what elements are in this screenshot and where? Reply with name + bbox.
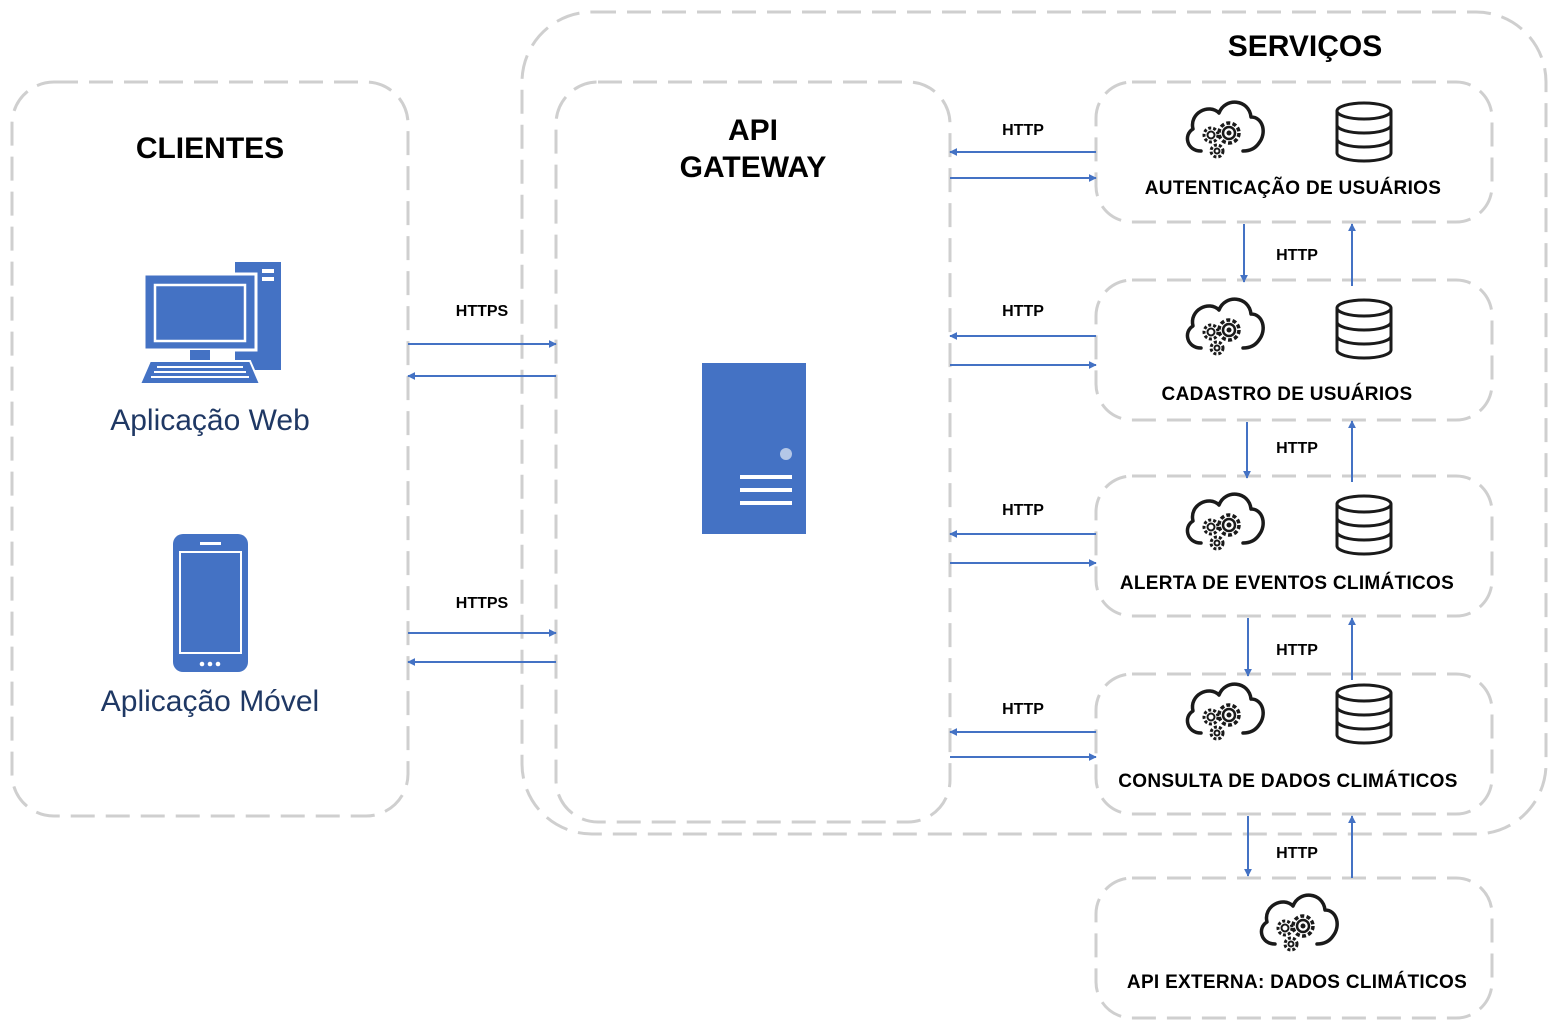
service-box-climate-query [1094, 672, 1494, 816]
query-http-label: HTTP [1002, 701, 1044, 718]
service-label-climate-query: CONSULTA DE DADOS CLIMÁTICOS [1118, 770, 1457, 792]
service-label-register: CADASTRO DE USUÁRIOS [1162, 383, 1413, 405]
gateway-title-line1: API [728, 114, 778, 147]
database-icon [1335, 494, 1393, 556]
cloud-gears-icon [1185, 297, 1265, 356]
cloud-gears-icon [1185, 492, 1265, 551]
clients-container [10, 80, 410, 818]
smartphone-icon [173, 534, 248, 672]
cloud-gears-icon [1185, 682, 1265, 741]
services-outer-container [520, 10, 1548, 836]
external-api-label: API EXTERNA: DADOS CLIMÁTICOS [1127, 971, 1467, 993]
auth-register-http-label: HTTP [1276, 247, 1318, 264]
web-https-label: HTTPS [456, 303, 509, 320]
query-external-http-label: HTTP [1276, 845, 1318, 862]
clients-title: CLIENTES [136, 132, 284, 165]
services-title: SERVIÇOS [1228, 30, 1383, 63]
gateway-title-line2: GATEWAY [680, 151, 827, 184]
auth-http-label: HTTP [1002, 122, 1044, 139]
register-http-label: HTTP [1002, 303, 1044, 320]
external-api-box [1094, 876, 1494, 1020]
database-icon [1335, 101, 1393, 163]
service-label-alerts: ALERTA DE EVENTOS CLIMÁTICOS [1120, 572, 1454, 594]
cloud-gears-icon [1259, 893, 1339, 952]
register-alerts-http-label: HTTP [1276, 440, 1318, 457]
service-box-register [1094, 278, 1494, 422]
mobile-https-label: HTTPS [456, 595, 509, 612]
service-box-alerts [1094, 474, 1494, 618]
database-icon [1335, 298, 1393, 360]
server-icon [702, 363, 806, 534]
desktop-computer-icon [138, 262, 281, 385]
mobile-app-label: Aplicação Móvel [101, 685, 319, 718]
web-app-label: Aplicação Web [110, 404, 310, 437]
alerts-query-http-label: HTTP [1276, 642, 1318, 659]
service-box-auth [1094, 80, 1494, 224]
cloud-gears-icon [1185, 100, 1265, 159]
database-icon [1335, 683, 1393, 745]
alerts-http-label: HTTP [1002, 502, 1044, 519]
gateway-container [554, 80, 952, 824]
service-label-auth: AUTENTICAÇÃO DE USUÁRIOS [1145, 177, 1441, 199]
